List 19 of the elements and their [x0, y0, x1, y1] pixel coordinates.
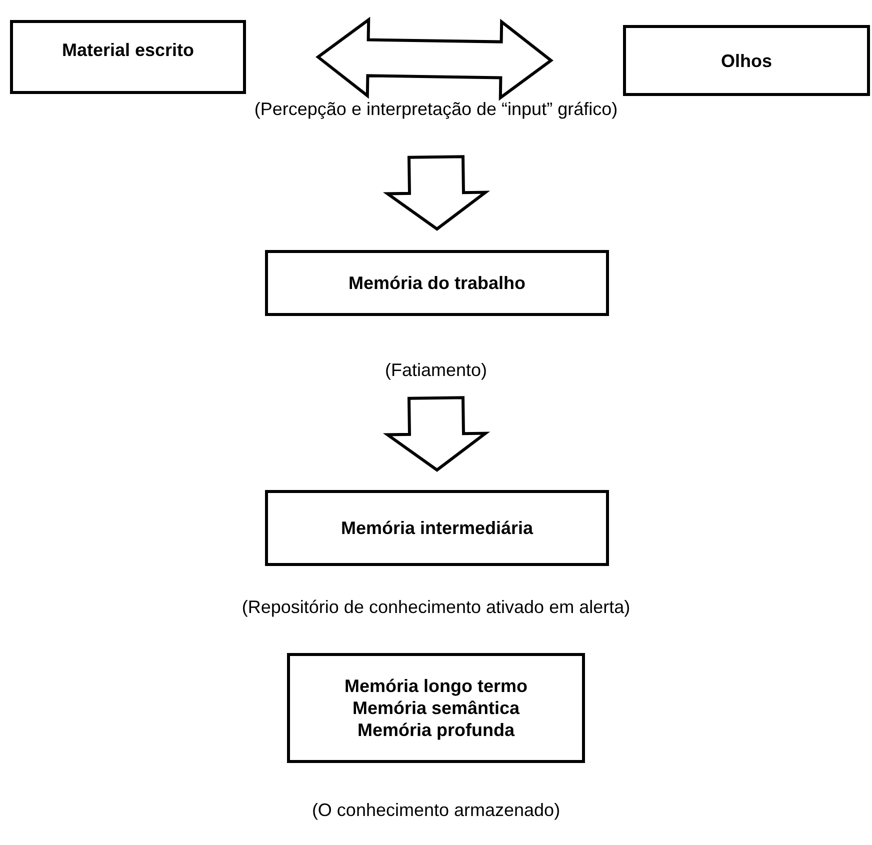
block-arrow — [316, 16, 554, 101]
box-label: Memória intermediária — [340, 517, 534, 539]
caption-text: (Repositório de conhecimento ativado em alerta) — [242, 597, 630, 618]
box-label: Memória do trabalho — [348, 272, 526, 294]
block-arrow — [382, 396, 490, 472]
caption-text: (O conhecimento armazenado) — [312, 800, 560, 821]
process-box — [265, 490, 609, 566]
box-label: Olhos — [720, 50, 772, 72]
process-box — [265, 250, 609, 316]
caption-text: (Percepção e interpretação de “input” gráfico) — [254, 99, 618, 120]
process-box — [10, 20, 246, 94]
process-box — [287, 653, 585, 763]
block-arrow — [382, 155, 490, 231]
box-label: Material escrito — [62, 39, 194, 61]
process-box — [623, 25, 870, 96]
box-label: Memória profunda — [357, 719, 514, 741]
box-label: Memória semântica — [352, 697, 520, 719]
caption-text: (Fatiamento) — [384, 360, 488, 381]
box-label: Memória longo termo — [344, 675, 528, 697]
